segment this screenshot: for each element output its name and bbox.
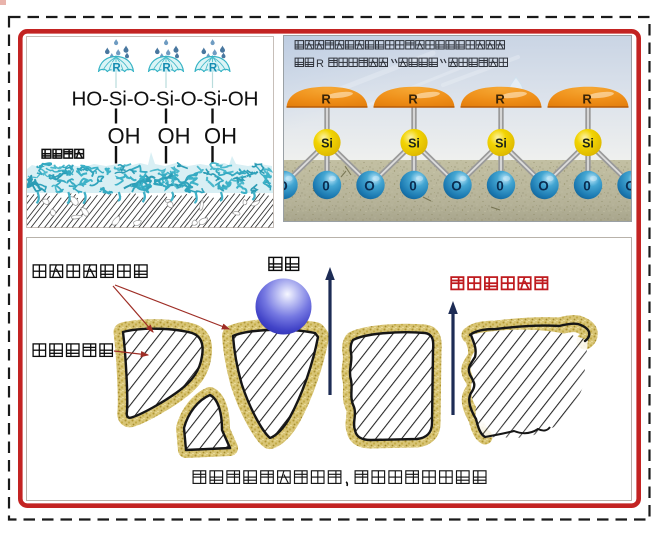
svg-text:R: R	[495, 92, 505, 107]
svg-text:O: O	[364, 179, 375, 194]
svg-text:0: 0	[496, 179, 504, 194]
svg-text:R: R	[321, 92, 331, 107]
svg-text:R: R	[112, 63, 121, 75]
svg-text:0: 0	[322, 179, 330, 194]
svg-text:R: R	[582, 92, 592, 107]
svg-text:R: R	[408, 92, 418, 107]
svg-text:R: R	[209, 63, 218, 75]
svg-text:HO-Si-O-Si-O-Si-OH: HO-Si-O-Si-O-Si-OH	[72, 88, 259, 111]
svg-text:Si: Si	[582, 137, 594, 151]
svg-text:O: O	[451, 179, 462, 194]
svg-text:Si: Si	[495, 137, 507, 151]
svg-text:OH: OH	[108, 124, 141, 149]
svg-text:OH: OH	[158, 124, 191, 149]
svg-text:O: O	[538, 179, 549, 194]
svg-text:Si: Si	[408, 137, 420, 151]
svg-text:R: R	[316, 58, 324, 70]
svg-text:O: O	[625, 179, 636, 194]
svg-text:R: R	[162, 63, 171, 75]
svg-text:O: O	[277, 179, 288, 194]
svg-text:0: 0	[583, 179, 591, 194]
svg-text:OH: OH	[204, 124, 237, 149]
svg-text:0: 0	[409, 179, 417, 194]
svg-text:Si: Si	[321, 137, 333, 151]
